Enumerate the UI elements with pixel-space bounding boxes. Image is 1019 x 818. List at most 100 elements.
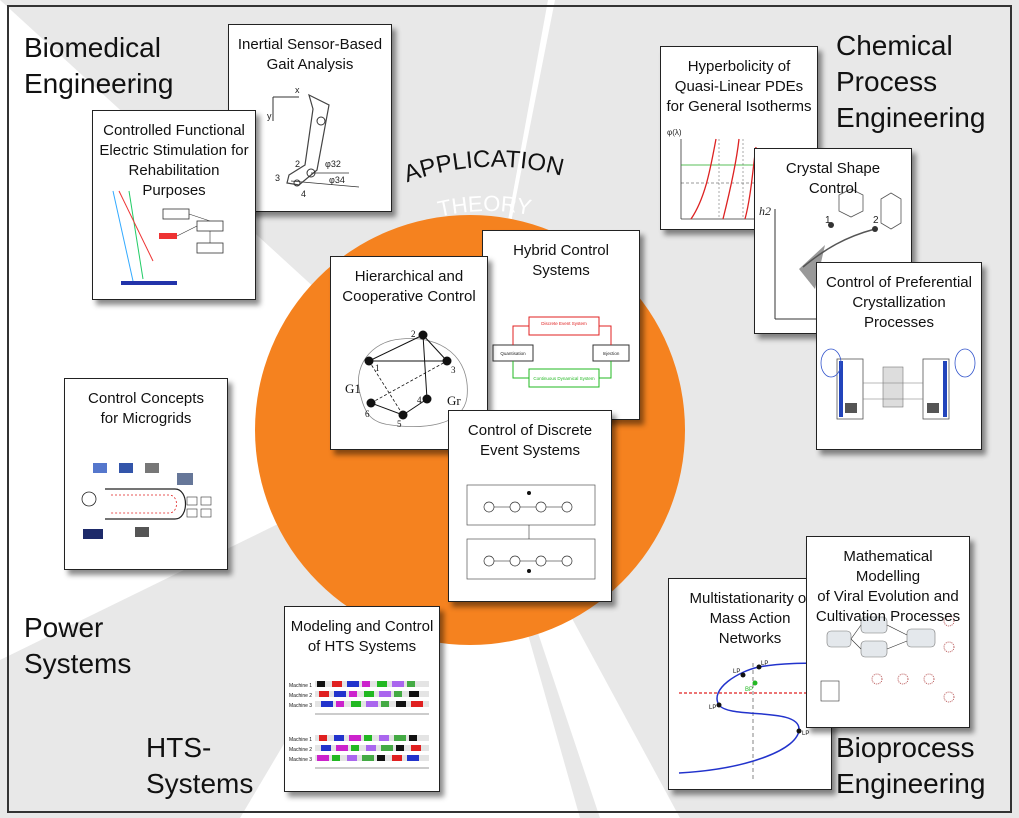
viral-legend-box	[820, 680, 840, 702]
token-bottom	[527, 569, 531, 573]
bp-label: BP	[745, 687, 753, 693]
gantt-task-bar	[394, 735, 406, 741]
gantt-task-bar	[332, 755, 340, 761]
gantt-task-bar	[364, 735, 372, 741]
fes-treadmill	[121, 281, 177, 285]
card-title: Hierarchical and Cooperative Control	[342, 268, 476, 305]
card-title: Modeling and Control of HTS Systems	[290, 618, 434, 655]
gantt-task-bar	[407, 681, 415, 687]
sensor-hip	[316, 116, 326, 126]
gantt-task-bar	[349, 735, 361, 741]
plot-branch-1	[690, 138, 717, 220]
frame-border	[7, 5, 1012, 813]
cell-uninfected	[826, 630, 852, 648]
gantt-task-bar	[334, 735, 344, 741]
crystallization-figure	[820, 348, 976, 420]
area-bioprocess: Bioprocess Engineering	[836, 732, 986, 799]
crystal-label-2: 2	[873, 215, 879, 226]
gantt-task-bar	[349, 691, 357, 697]
fes-line-green	[128, 190, 144, 280]
card-title: Hybrid Control Systems	[513, 242, 609, 279]
gantt-task-bar	[364, 691, 374, 697]
lp-label-1: LP	[709, 705, 716, 711]
electric-vehicle-tile	[83, 529, 103, 539]
crystallizer-left	[836, 358, 864, 420]
label-4: 4	[301, 189, 306, 199]
edge-2-4	[422, 334, 428, 400]
crystallizer-right	[922, 358, 950, 420]
gantt-task-bar	[411, 745, 421, 751]
card-title: Mathematical Modelling of Viral Evolutio…	[815, 548, 961, 625]
label-x: x	[295, 85, 300, 95]
gantt-task-bar	[392, 681, 404, 687]
node-6	[366, 398, 376, 408]
hybrid-arrow-red-left	[512, 325, 529, 345]
crystal-h2-label: h2	[759, 204, 771, 218]
gantt-machine-label: Machine 3	[289, 703, 312, 709]
state-top-2	[509, 501, 521, 513]
fes-stimulation-mark	[159, 233, 177, 239]
virion-3	[871, 673, 883, 685]
plot-ylabel: φ(λ)	[667, 128, 682, 137]
token-top	[527, 491, 531, 495]
continuous-system-label: Continuous Dynamical System	[533, 376, 595, 381]
plot-branch-2	[722, 138, 740, 220]
gantt-task-bar	[319, 735, 327, 741]
node-1-label: 1	[375, 363, 380, 373]
bifurcation-plot: LP LP LP LP BP	[678, 661, 828, 779]
gantt-task-bar	[321, 701, 333, 707]
card-multistationarity: LP LP LP LP BP Multistationarity of Mass…	[668, 578, 832, 790]
ground-line	[290, 180, 360, 188]
state-top-1	[483, 501, 495, 513]
gantt-task-bar	[319, 691, 329, 697]
node-2-label: 2	[411, 329, 416, 339]
sensor-foot	[293, 179, 301, 187]
area-biomedical: Biomedical Engineering	[24, 32, 174, 99]
microgrid-control-path	[111, 494, 177, 514]
card-microgrids: Control Concepts for Microgrids	[64, 378, 228, 570]
state-bottom-2	[509, 555, 521, 567]
area-power: Power Systems	[24, 612, 132, 679]
gantt-task-bar	[334, 691, 346, 697]
state-top-4	[561, 501, 573, 513]
gantt-task-bar	[396, 745, 404, 751]
gantt-machine-label: Machine 2	[289, 693, 312, 699]
label-phi32: φ32	[325, 159, 341, 169]
generator-symbol	[81, 491, 97, 507]
crystallization-loop-left	[820, 348, 842, 378]
fes-line-red	[118, 190, 154, 262]
crystals-left	[845, 403, 857, 413]
automaton-top	[466, 484, 596, 526]
gantt-task-bar	[392, 755, 402, 761]
crystals-right	[927, 403, 939, 413]
graph-g1-label: G1	[345, 381, 361, 396]
bifurcation-point-green	[752, 680, 758, 686]
node-3	[442, 356, 452, 366]
virion-5	[923, 673, 935, 685]
gantt-task-bar	[396, 701, 406, 707]
crystal-point-2	[872, 226, 878, 232]
virion-4	[897, 673, 909, 685]
hybrid-arrow-green-left	[512, 361, 529, 379]
cell-infected-2	[860, 640, 888, 658]
node-3-label: 3	[451, 365, 456, 375]
lp-label-3: LP	[802, 731, 809, 737]
state-bottom-4	[561, 555, 573, 567]
label-3: 3	[275, 173, 280, 183]
fes-arrow-2	[188, 213, 211, 222]
fes-figure	[112, 190, 224, 285]
hybrid-figure: Discrete Event System Quantisation Injec…	[492, 316, 630, 388]
crystal-hex-2	[880, 192, 902, 230]
microgrid-bus	[105, 488, 187, 520]
card-title: Control Concepts for Microgrids	[88, 390, 204, 427]
gantt-task-bar	[409, 691, 419, 697]
solar-tile	[119, 463, 133, 473]
edge-6-5	[370, 402, 404, 416]
fuel-cell-tile	[145, 463, 159, 473]
viral-figure	[820, 615, 955, 703]
node-5	[398, 410, 408, 420]
card-hybrid-control: Discrete Event System Quantisation Injec…	[482, 230, 640, 420]
card-discrete-event: Control of Discrete Event Systems	[448, 410, 612, 602]
